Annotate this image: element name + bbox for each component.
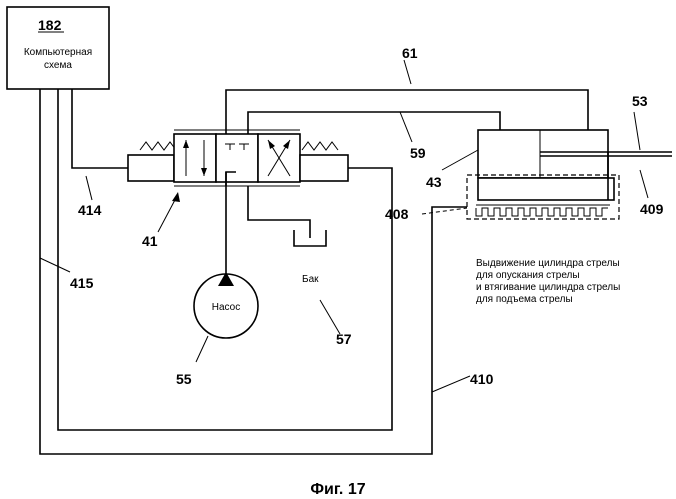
ref-55: 55: [176, 371, 192, 387]
computer-label-line1: Компьютерная: [24, 47, 92, 58]
ref-41: 41: [142, 233, 158, 249]
ref-182: 182: [38, 17, 62, 33]
computer-circuit-box: 182 Компьютерная схема: [7, 7, 109, 89]
pump-label: Насос: [212, 302, 240, 313]
tank: Бак: [294, 230, 326, 285]
ref-414: 414: [78, 202, 102, 218]
note-line1: Выдвижение цилиндра стрелы: [476, 258, 620, 269]
note-line2: для опускания стрелы: [476, 270, 580, 281]
directional-valve: [128, 130, 348, 186]
ref-415: 415: [70, 275, 94, 291]
ref-408: 408: [385, 206, 409, 222]
operation-note: Выдвижение цилиндра стрелы для опускания…: [476, 258, 620, 305]
ref-57: 57: [336, 331, 352, 347]
ref-61: 61: [402, 45, 418, 61]
ref-409: 409: [640, 201, 664, 217]
computer-label-line2: схема: [44, 60, 72, 71]
ref-59: 59: [410, 145, 426, 161]
pump: Насос: [194, 272, 258, 338]
ref-53: 53: [632, 93, 648, 109]
figure-caption: Фиг. 17: [310, 481, 365, 498]
note-line4: для подъема стрелы: [476, 294, 573, 305]
note-line3: и втягивание цилиндра стрелы: [476, 282, 620, 293]
ref-410: 410: [470, 371, 494, 387]
tank-label: Бак: [302, 274, 319, 285]
ref-43: 43: [426, 174, 442, 190]
